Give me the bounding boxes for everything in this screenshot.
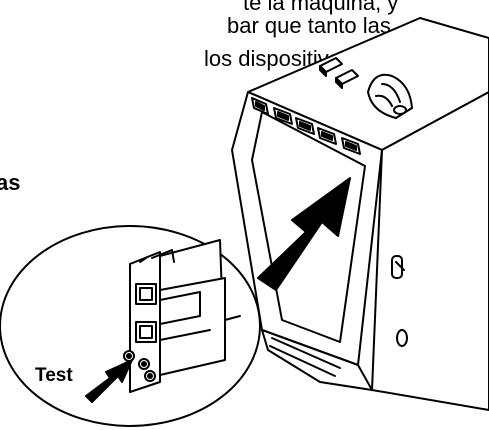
frame-button-4	[317, 127, 337, 145]
top-switch-1	[319, 57, 343, 77]
instruction-text-line-1: te la máquina, y	[243, 0, 399, 15]
side-coin-return	[396, 329, 408, 347]
direction-arrow	[257, 177, 351, 291]
side-lock	[391, 255, 405, 279]
test-arrow	[85, 359, 133, 403]
circuit-panel	[129, 239, 241, 393]
bold-heading-fragment: as	[0, 170, 21, 195]
frame-button-3	[295, 117, 315, 135]
top-switch-2	[335, 69, 359, 89]
coin-mechanism	[367, 73, 413, 119]
test-buttons	[123, 350, 156, 382]
frame-button-5	[341, 137, 361, 155]
test-label: Test	[35, 365, 73, 386]
frame-button-1	[251, 97, 269, 115]
frame-button-2	[273, 107, 293, 125]
instruction-text-line-2: bar que tanto las	[227, 13, 391, 38]
